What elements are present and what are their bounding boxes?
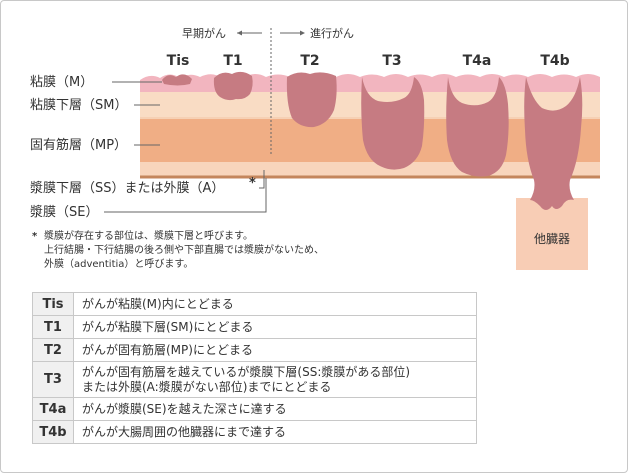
layer-label-subserosa: 漿膜下層（SS）または外膜（A） (30, 181, 224, 196)
table-row: T2 がんが固有筋層(MP)にとどまる (32, 338, 477, 362)
other-organ (516, 198, 588, 270)
early-cancer-label: 早期がん (182, 26, 226, 40)
stage-label-tis: Tis (167, 53, 190, 69)
tumor-t4b (524, 77, 583, 210)
stage-description: がんが固有筋層を越えているが漿膜下層(SS:漿膜がある部位) または外膜(A:漿… (73, 361, 477, 398)
mucosa-layer (140, 74, 600, 92)
table-row: T4a がんが漿膜(SE)を越えた深さに達する (32, 397, 477, 421)
stage-table: Tis がんが粘膜(M)内にとどまる T1 がんが粘膜下層(SM)にとどまる T… (32, 292, 477, 444)
footnote-mark: * (32, 231, 38, 242)
layer-label-submucosa: 粘膜下層（SM） (30, 98, 127, 113)
tumor-t4a (446, 77, 509, 177)
stage-description-line-1: がんが固有筋層を越えているが漿膜下層(SS:漿膜がある部位) (82, 364, 411, 379)
advanced-arrow-head (300, 30, 305, 36)
early-arrow-head (237, 30, 242, 36)
leader-subserosa (259, 170, 265, 189)
table-row: T4b がんが大腸周囲の他臓器にまで達する (32, 420, 477, 444)
advanced-cancer-label: 進行がん (310, 26, 354, 40)
tumor-t1 (213, 71, 253, 101)
tumor-t2 (286, 72, 337, 128)
layer-label-muscularis: 固有筋層（MP） (30, 137, 127, 153)
stage-label-t4b: T4b (540, 53, 569, 69)
stage-code: T2 (32, 338, 74, 362)
footnote-line-1: 漿膜が存在する部位は、漿膜下層と呼びます。 (44, 231, 253, 242)
stage-code: T1 (32, 315, 74, 339)
subserosa-footnote-mark: * (249, 176, 256, 191)
stage-description-line-2: または外膜(A:漿膜がない部位)までにとどまる (82, 379, 332, 394)
stage-description: がんが固有筋層(MP)にとどまる (73, 338, 477, 362)
stage-description: がんが粘膜下層(SM)にとどまる (73, 315, 477, 339)
leader-serosa (104, 178, 267, 213)
other-organ-label: 他臓器 (534, 232, 570, 246)
stage-description: がんが粘膜(M)内にとどまる (73, 292, 477, 316)
stage-description: がんが漿膜(SE)を越えた深さに達する (73, 397, 477, 421)
layer-label-serosa: 漿膜（SE） (30, 205, 98, 220)
stage-label-t3: T3 (382, 53, 401, 69)
stage-label-t1: T1 (223, 53, 242, 69)
stage-code: T3 (32, 361, 74, 398)
tumor-t3 (361, 77, 425, 170)
stage-label-t4a: T4a (463, 53, 492, 69)
layer-label-mucosa: 粘膜（M） (30, 75, 93, 90)
table-row: T1 がんが粘膜下層(SM)にとどまる (32, 315, 477, 339)
table-row: Tis がんが粘膜(M)内にとどまる (32, 292, 477, 316)
footnote-line-3: 外膜（adventitia）と呼びます。 (44, 259, 194, 270)
table-row: T3 がんが固有筋層を越えているが漿膜下層(SS:漿膜がある部位) または外膜(… (32, 361, 477, 398)
tumor-tis (162, 74, 192, 86)
stage-code: Tis (32, 292, 74, 316)
stage-description: がんが大腸周囲の他臓器にまで達する (73, 420, 477, 444)
colon-wall-diagram: 早期がん 進行がん Tis T1 T2 T3 T4a T4b 他臓器 粘膜（M）… (30, 26, 600, 270)
stage-code: T4a (32, 397, 74, 421)
stage-label-t2: T2 (300, 53, 319, 69)
stage-code: T4b (32, 420, 74, 444)
footnote-line-2: 上行結腸・下行結腸の後ろ側や下部直腸では漿膜がないため、 (44, 245, 324, 256)
